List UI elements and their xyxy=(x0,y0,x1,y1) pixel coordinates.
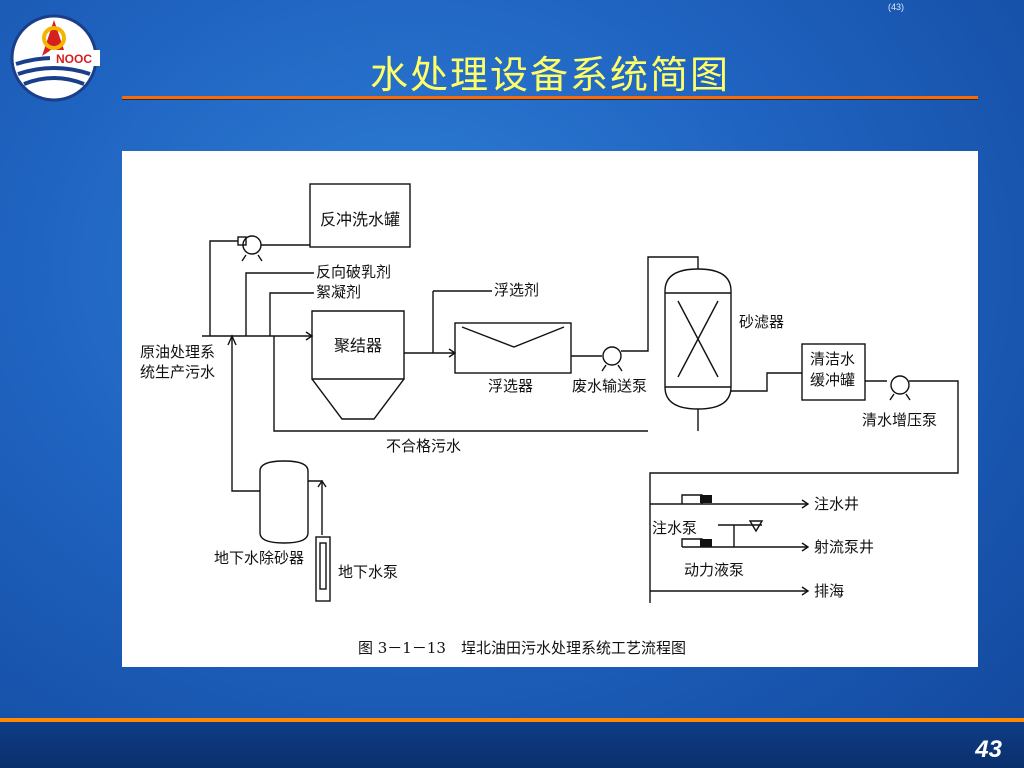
inlet-label-line-2: 统生产污水 xyxy=(140,363,215,381)
page-number: 43 xyxy=(975,736,1002,763)
clean-booster-pump-icon xyxy=(890,375,910,395)
groundwater-desander xyxy=(259,460,309,544)
slide-title: 水处理设备系统简图 xyxy=(369,53,730,97)
footer-rule xyxy=(0,718,1024,722)
clean-tank-label-line-2: 缓冲罐 xyxy=(810,371,855,389)
page-reference: (43) xyxy=(888,2,905,12)
flotation-agent-label: 浮选剂 xyxy=(494,281,539,299)
injection-well-label: 注水井 xyxy=(814,495,859,513)
coalescer-label: 聚结器 xyxy=(334,336,382,355)
jet-pump-well-label: 射流泵井 xyxy=(814,538,874,556)
groundwater-pump-label: 地下水泵 xyxy=(338,563,398,581)
process-flow-diagram: 反冲洗水罐 反向破乳剂 絮凝剂 聚结器 浮选剂 浮选器 废水输送泵 砂滤器 清洁… xyxy=(122,151,978,667)
svg-text:NOOC: NOOC xyxy=(56,52,92,66)
flocculant-label: 絮凝剂 xyxy=(316,283,361,301)
company-logo: NOOC xyxy=(10,14,100,102)
power-pump-label: 动力液泵 xyxy=(684,561,744,579)
sand-filter-label: 砂滤器 xyxy=(739,313,784,331)
wastewater-pump-label: 废水输送泵 xyxy=(572,377,647,395)
flotation-unit-label: 浮选器 xyxy=(488,377,533,395)
wastewater-pump-icon xyxy=(602,346,622,366)
injection-pump-label: 注水泵 xyxy=(652,519,697,537)
desander-label: 地下水除砂器 xyxy=(214,549,304,567)
demulsifier-label: 反向破乳剂 xyxy=(316,263,391,281)
groundwater-pump-icon xyxy=(315,536,331,602)
title-underline xyxy=(122,96,978,99)
rejected-water-label: 不合格污水 xyxy=(386,437,461,455)
diagram-caption: 图 3－1－13 埕北油田污水处理系统工艺流程图 xyxy=(358,639,686,657)
backwash-tank-label: 反冲洗水罐 xyxy=(320,210,400,229)
footer-bar xyxy=(0,722,1024,768)
clean-water-buffer-tank xyxy=(801,343,866,401)
flotation-unit xyxy=(454,322,572,374)
inlet-label-line-1: 原油处理系 xyxy=(140,343,215,361)
clean-tank-label-line-1: 清洁水 xyxy=(810,350,855,368)
clean-pump-label: 清水增压泵 xyxy=(862,411,937,429)
backwash-tank xyxy=(309,183,411,248)
discharge-label: 排海 xyxy=(814,582,844,600)
